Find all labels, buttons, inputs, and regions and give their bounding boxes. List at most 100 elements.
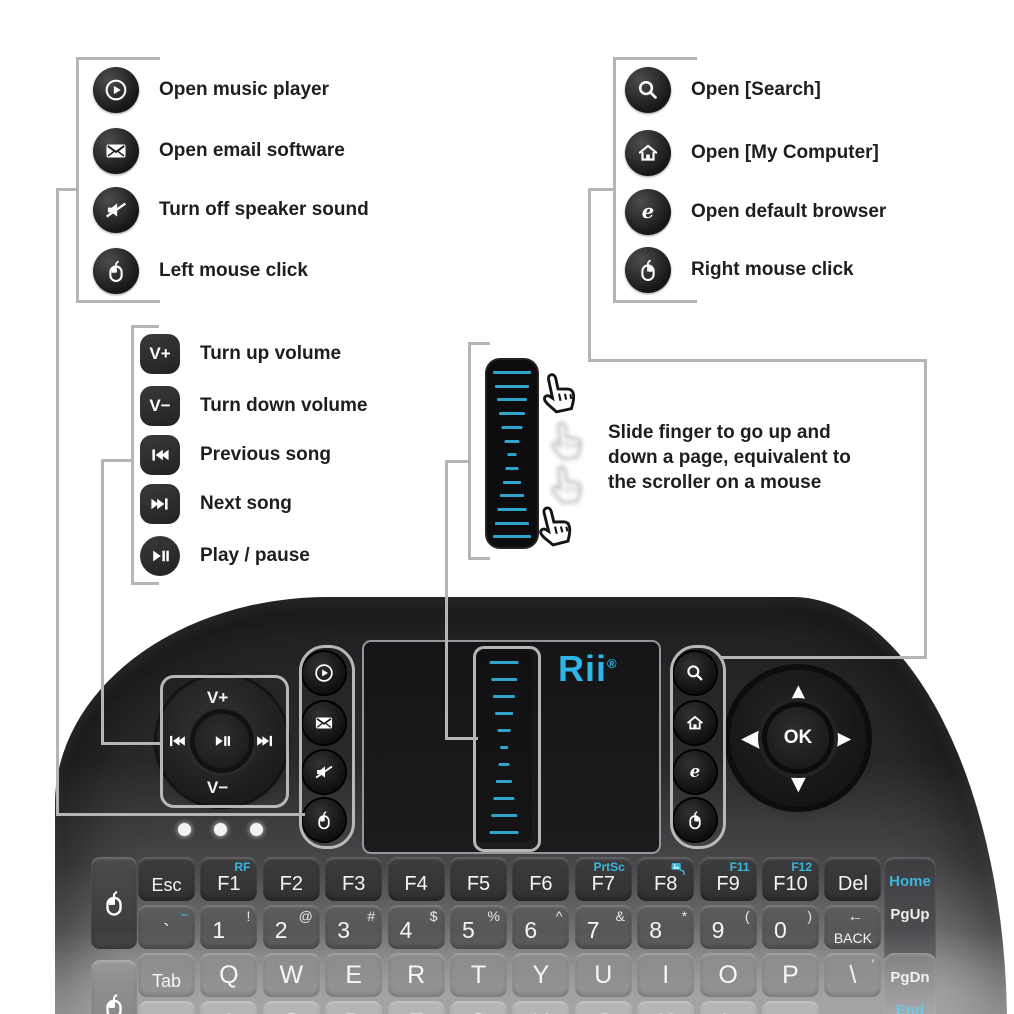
key-d[interactable]: D	[325, 1001, 383, 1014]
legend-label: Previous song	[200, 444, 331, 465]
browser-e-button[interactable]: e	[674, 751, 716, 793]
volume-up-key[interactable]: V+	[207, 688, 229, 707]
key-f2[interactable]: F2	[262, 857, 320, 901]
key-h[interactable]: H	[512, 1001, 570, 1014]
key-e[interactable]: E	[325, 953, 383, 997]
legend-label: Turn up volume	[200, 343, 342, 364]
key-6[interactable]: 6^	[512, 905, 570, 949]
key-f8[interactable]: F8	[637, 857, 695, 901]
key-t[interactable]: T	[450, 953, 507, 997]
key-f4[interactable]: F4	[387, 857, 445, 901]
email-button[interactable]	[303, 702, 345, 744]
key-caps[interactable]: Caps	[138, 1001, 195, 1014]
touch-strip-tick	[495, 712, 513, 715]
legend-media-item: Next song	[140, 481, 292, 527]
callout-line	[719, 656, 927, 659]
key-p[interactable]: P	[762, 953, 819, 997]
scroll-tick	[504, 439, 520, 443]
volume-down-key[interactable]: V−	[207, 778, 229, 797]
key-3[interactable]: 3#	[325, 905, 383, 949]
mouse-left-click-key[interactable]	[91, 857, 137, 949]
key-label: U	[594, 961, 613, 989]
mouse-right-icon	[625, 247, 671, 293]
key-esc[interactable]: Esc	[138, 857, 195, 901]
key-w[interactable]: W	[262, 953, 320, 997]
key-label: K	[637, 1009, 694, 1014]
key-9[interactable]: 9(	[699, 905, 757, 949]
key-sublabel: &	[615, 908, 625, 924]
key-label: O	[718, 961, 738, 989]
key-back[interactable]: BACK←	[824, 905, 882, 949]
touchpad-scroll-strip[interactable]	[476, 649, 532, 843]
mute-speaker-icon	[93, 187, 139, 233]
key-label: 1	[212, 917, 226, 943]
previous-song-key[interactable]	[166, 730, 188, 757]
mouse-left-click-key[interactable]	[91, 960, 137, 1014]
mute-speaker-button[interactable]	[303, 751, 345, 793]
legend-label: Open [My Computer]	[691, 142, 879, 163]
key-sublabel: ←	[847, 908, 864, 925]
dpad-down-icon[interactable]: ▼	[786, 770, 811, 798]
callout-line	[76, 57, 160, 60]
key-y[interactable]: Y	[512, 953, 570, 997]
key-0[interactable]: 0)	[762, 905, 819, 949]
ok-button[interactable]: OK	[767, 707, 829, 769]
svg-text:e: e	[642, 200, 654, 223]
key-del[interactable]: Del	[824, 857, 882, 901]
callout-line	[613, 57, 616, 303]
key-label: F10	[773, 873, 808, 895]
key-u[interactable]: U	[574, 953, 632, 997]
key-7[interactable]: 7&	[574, 905, 632, 949]
key-r[interactable]: R	[387, 953, 445, 997]
key-i[interactable]: I	[637, 953, 695, 997]
key-2[interactable]: 2@	[262, 905, 320, 949]
play-pause-key[interactable]	[195, 714, 249, 768]
key-k[interactable]: K	[637, 1001, 695, 1014]
key-a[interactable]: A	[200, 1001, 258, 1014]
home-button[interactable]	[674, 702, 716, 744]
key-l[interactable]: L	[699, 1001, 757, 1014]
key-4[interactable]: 4$	[387, 905, 445, 949]
touch-strip-tick	[500, 746, 508, 749]
dpad-up-icon[interactable]: ▲	[786, 678, 811, 706]
key-8[interactable]: 8*	[637, 905, 695, 949]
key-f3[interactable]: F3	[325, 857, 383, 901]
key-f[interactable]: F	[387, 1001, 445, 1014]
key-label: 9	[711, 917, 725, 943]
key-q[interactable]: Q	[200, 953, 258, 997]
key-enter[interactable]: Enter	[762, 1001, 819, 1014]
key-f5[interactable]: F5	[450, 857, 507, 901]
key-g[interactable]: G	[450, 1001, 507, 1014]
key-sym[interactable]: `~	[138, 905, 195, 949]
key-label: Y	[532, 961, 550, 989]
legend-label: Open [Search]	[691, 79, 821, 100]
dpad-left-icon[interactable]: ◀	[741, 724, 761, 752]
key-sublabel: )	[807, 908, 812, 924]
key-label: \	[849, 961, 857, 989]
key-f6[interactable]: F6	[512, 857, 570, 901]
callout-line	[468, 342, 490, 345]
key-label: F4	[404, 873, 428, 895]
scroll-tick	[501, 425, 523, 429]
key-1[interactable]: 1!	[200, 905, 258, 949]
dpad-right-icon[interactable]: ▶	[832, 724, 852, 752]
key-backslash[interactable]: \'	[824, 953, 882, 997]
touchpad[interactable]	[362, 640, 661, 854]
key-5[interactable]: 5%	[450, 905, 507, 949]
key-j[interactable]: J	[574, 1001, 632, 1014]
next-song-key[interactable]	[254, 730, 276, 757]
key-o[interactable]: O	[699, 953, 757, 997]
legend-media-item: Play / pause	[140, 533, 310, 579]
legend-top-right-item: Open [Search]	[625, 67, 821, 113]
key-tab[interactable]: Tab	[138, 953, 195, 997]
key-s[interactable]: S	[262, 1001, 320, 1014]
touch-strip-tick	[495, 780, 513, 783]
key-label: F1	[217, 873, 241, 895]
